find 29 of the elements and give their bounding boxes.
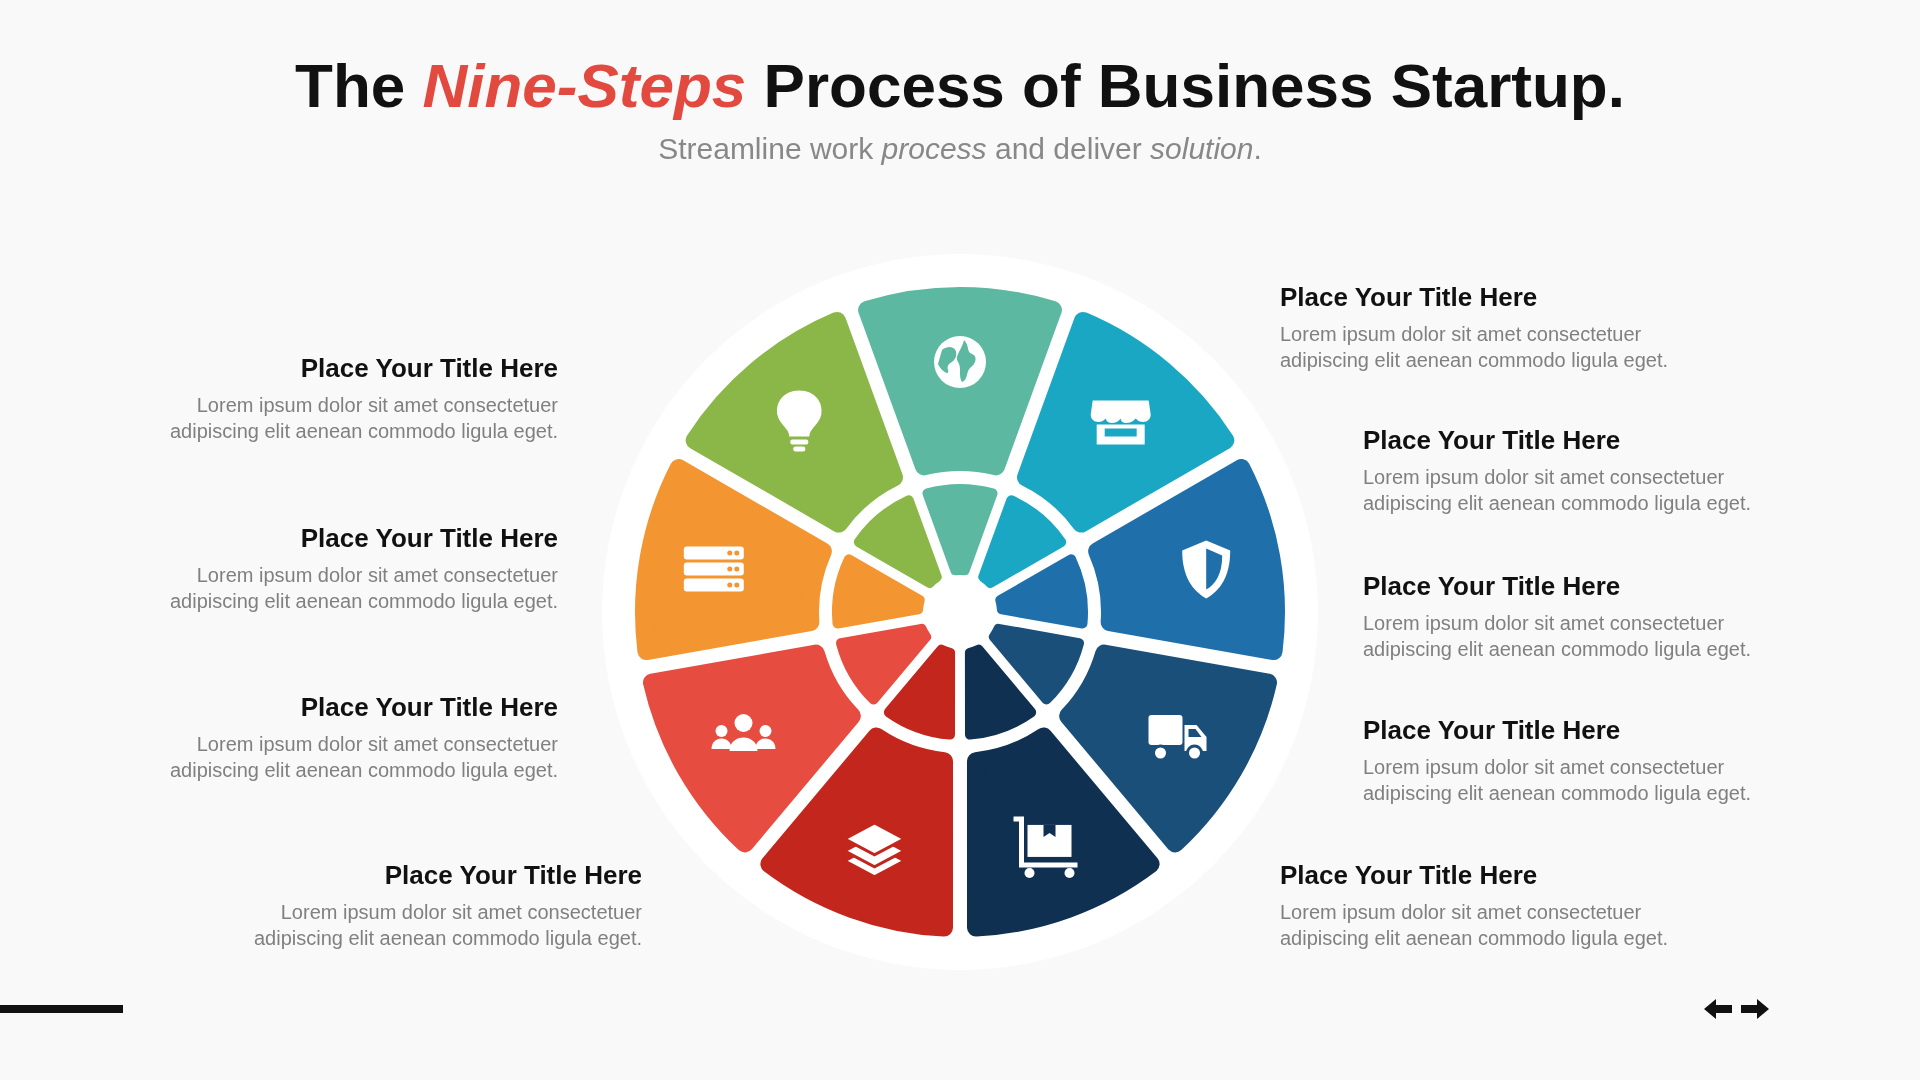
- wheel-segment: [964, 644, 1160, 937]
- step-title: Place Your Title Here: [1280, 282, 1539, 313]
- slide-title: The Nine-Steps Process of Business Startup.: [294, 50, 1626, 121]
- wheel-segment: [635, 459, 925, 661]
- step-title: Place Your Title Here: [1280, 860, 1539, 891]
- step-title: Place Your Title Here: [1363, 715, 1622, 746]
- wheel-segment: [978, 311, 1235, 588]
- step-description: Lorem ipsum dolor sit amet consectetuer adipiscing elit aenean commodo ligula eget.: [168, 393, 558, 444]
- wheel-segment: [858, 287, 1062, 576]
- step-description: Lorem ipsum dolor sit amet consectetuer adipiscing elit aenean commodo ligula eget.: [1280, 900, 1670, 951]
- wheel-segment: [760, 644, 956, 937]
- step-description: Lorem ipsum dolor sit amet consectetuer adipiscing elit aenean commodo ligula eget.: [1280, 322, 1670, 373]
- step-description: Lorem ipsum dolor sit amet consectetuer adipiscing elit aenean commodo ligula eget.: [1363, 465, 1753, 516]
- step-title: Place Your Title Here: [299, 692, 558, 723]
- step-title: Place Your Title Here: [1363, 425, 1622, 456]
- wheel-segment: [685, 311, 942, 588]
- step-title: Place Your Title Here: [299, 353, 558, 384]
- wheel-segment: [995, 459, 1285, 661]
- wheel-segment: [643, 623, 932, 853]
- step-description: Lorem ipsum dolor sit amet consectetuer adipiscing elit aenean commodo ligula eget.: [168, 563, 558, 614]
- step-title: Place Your Title Here: [299, 523, 558, 554]
- step-title: Place Your Title Here: [383, 860, 642, 891]
- step-description: Lorem ipsum dolor sit amet consectetuer adipiscing elit aenean commodo ligula eget.: [1363, 611, 1753, 662]
- step-description: Lorem ipsum dolor sit amet consectetuer adipiscing elit aenean commodo ligula eget.: [1363, 755, 1753, 806]
- step-description: Lorem ipsum dolor sit amet consectetuer adipiscing elit aenean commodo ligula eget.: [252, 900, 642, 951]
- wheel-segment: [988, 623, 1277, 853]
- step-title: Place Your Title Here: [1363, 571, 1622, 602]
- subtitle: Streamline work process and deliver solution.: [657, 132, 1263, 166]
- step-description: Lorem ipsum dolor sit amet consectetuer adipiscing elit aenean commodo ligula eget.: [168, 732, 558, 783]
